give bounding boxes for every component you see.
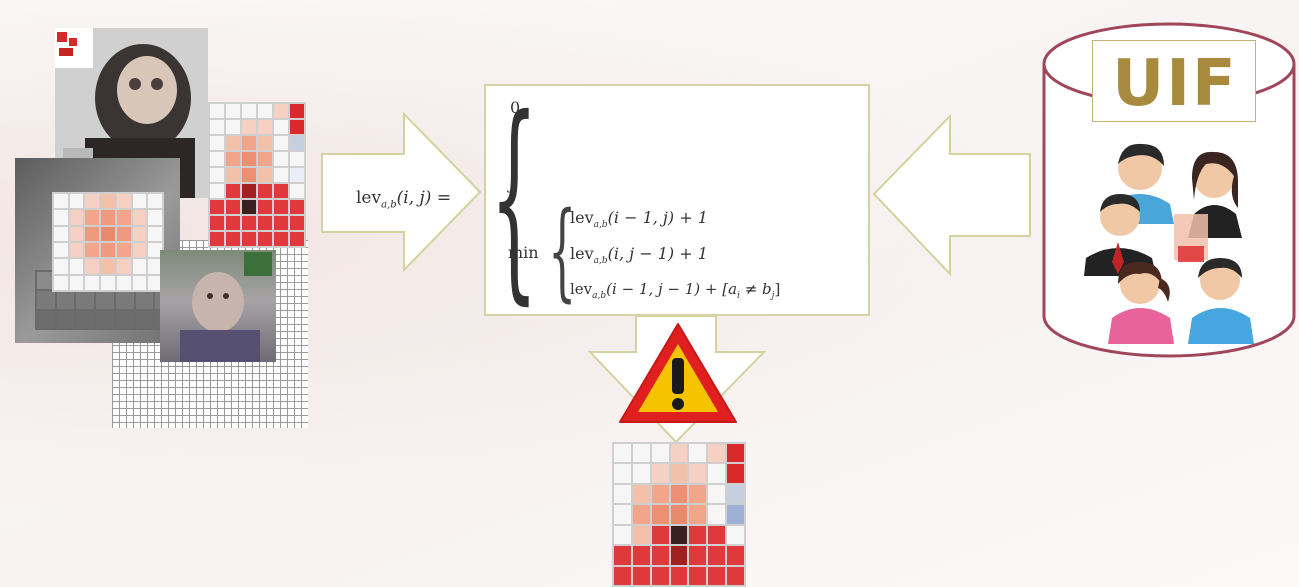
person-5-icon [1188,258,1254,344]
user-group-icon [1084,143,1254,344]
database-arrow-left [872,113,1031,277]
levenshtein-formula-box: { 0 i j min { leva,b(i − 1, j) + 1 leva,… [484,84,870,316]
case-j: j [510,174,515,193]
person-4-icon [1108,261,1174,344]
outer-brace: { [490,72,539,323]
lev-args: (i, j) = [396,188,452,208]
uif-logo: UIF [1092,40,1256,122]
man-photo-image [160,250,276,362]
min-label: min [508,243,539,262]
input-arrow-right [321,112,482,272]
man-photo-drawing [180,252,272,362]
warning-triangle-icon [619,323,737,423]
red-pixel-face-image [208,102,306,248]
case-i: i [510,138,516,157]
min-row-3: leva,b(i − 1, j − 1) + [ai ≠ bj] [570,280,781,301]
min-row-1: leva,b(i − 1, j) + 1 [570,208,708,231]
levenshtein-function-label: leva,b(i, j) = [356,188,451,210]
case-zero: 0 [510,98,521,117]
salmon-pixel-face-image [52,192,164,292]
min-row-2: leva,b(i, j − 1) + 1 [570,244,708,267]
uif-logo-text: UIF [1112,47,1238,121]
inner-brace: { [548,189,577,312]
lev-text: lev [356,188,382,208]
pixelated-face-result [612,442,746,587]
lev-subscript: a,b [381,199,397,211]
